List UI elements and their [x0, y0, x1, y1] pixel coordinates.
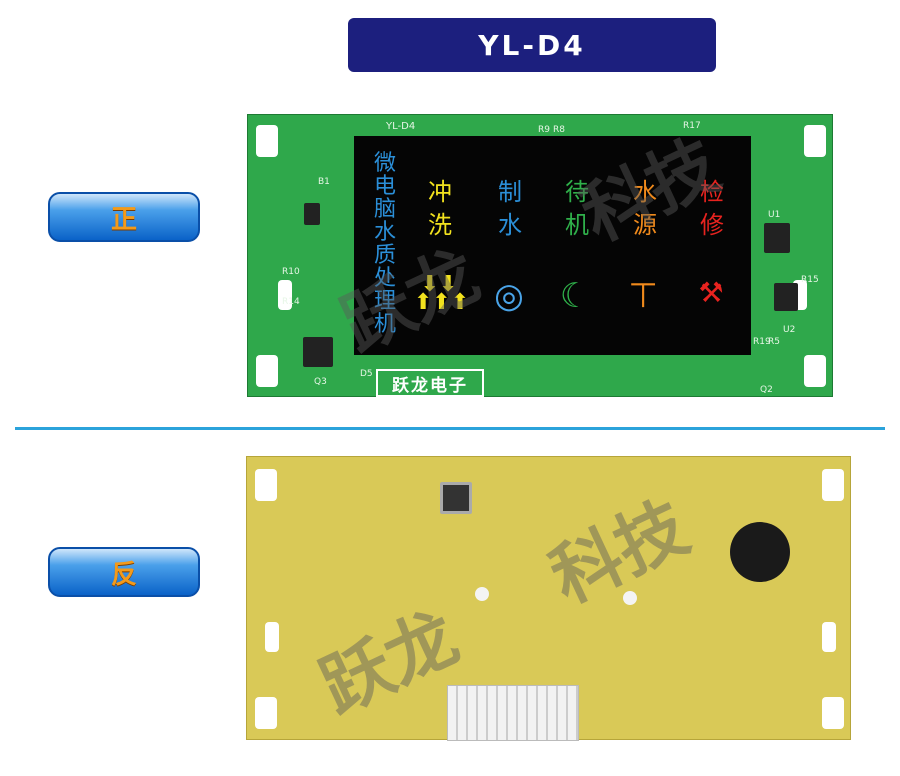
- silkscreen-model: YL-D4: [386, 121, 416, 132]
- buzzer: [730, 522, 790, 582]
- mount-hole: [822, 469, 844, 501]
- mount-slot: [278, 280, 292, 310]
- mount-hole: [804, 125, 826, 157]
- mount-hole: [255, 469, 277, 501]
- mount-hole: [822, 697, 844, 729]
- tact-switch: [440, 482, 472, 514]
- chip: [774, 283, 798, 311]
- led-stub: [475, 587, 489, 601]
- lcd-title: 微电脑水质处理机: [373, 151, 396, 337]
- product-title: YL-D4: [348, 18, 716, 72]
- component-label: R17: [683, 121, 701, 131]
- component-label: R14: [282, 297, 300, 307]
- component-label: R15: [801, 275, 819, 285]
- back-pcb: 跃龙 科技: [246, 456, 851, 741]
- watermark: 科技: [538, 484, 701, 620]
- divider: [15, 427, 885, 430]
- component-label: B1: [318, 177, 330, 187]
- water-ripple-icon: ◎: [494, 276, 524, 316]
- component-label: R8: [553, 125, 565, 135]
- lcd-display: 微电脑水质处理机 冲洗 制水 待机 水源 检修 ⬇⬇⬆⬆⬆ ◎ ☾ ⊤ ⚒: [354, 136, 751, 355]
- led-stub: [623, 591, 637, 605]
- component-label: U1: [768, 210, 781, 220]
- mount-hole: [255, 697, 277, 729]
- component-label: R19: [753, 337, 771, 347]
- faucet-icon: ⊤: [628, 276, 658, 316]
- component-label: R9: [538, 125, 550, 135]
- component-label: Q2: [760, 385, 773, 395]
- mount-hole: [256, 125, 278, 157]
- component-label: R5: [768, 337, 780, 347]
- mode-label-produce: 制水: [498, 178, 522, 239]
- mode-label-flush: 冲洗: [428, 178, 452, 239]
- brand-label: 跃龙电子: [376, 369, 484, 397]
- mount-hole: [804, 355, 826, 387]
- chip: [303, 337, 333, 367]
- tools-icon: ⚒: [698, 276, 724, 309]
- component-label: D5: [360, 369, 373, 379]
- connector: [447, 685, 579, 741]
- mount-slot: [265, 622, 279, 652]
- front-label-badge: 正: [48, 192, 200, 242]
- moon-icon: ☾: [559, 276, 591, 316]
- chip: [304, 203, 320, 225]
- mount-slot: [822, 622, 836, 652]
- mode-label-source: 水源: [633, 178, 657, 239]
- mode-label-standby: 待机: [565, 178, 589, 239]
- component-label: Q3: [314, 377, 327, 387]
- chip: [764, 223, 790, 253]
- component-label: R10: [282, 267, 300, 277]
- component-label: U2: [783, 325, 796, 335]
- mount-hole: [256, 355, 278, 387]
- front-pcb: YL-D4 R9 R8 R17 U1 R15 U2 R19 R5 Q2 Q3 D…: [247, 114, 833, 397]
- flush-arrows-icon: ⬇⬇⬆⬆⬆: [414, 272, 470, 315]
- back-label-badge: 反: [48, 547, 200, 597]
- mode-label-service: 检修: [700, 178, 724, 239]
